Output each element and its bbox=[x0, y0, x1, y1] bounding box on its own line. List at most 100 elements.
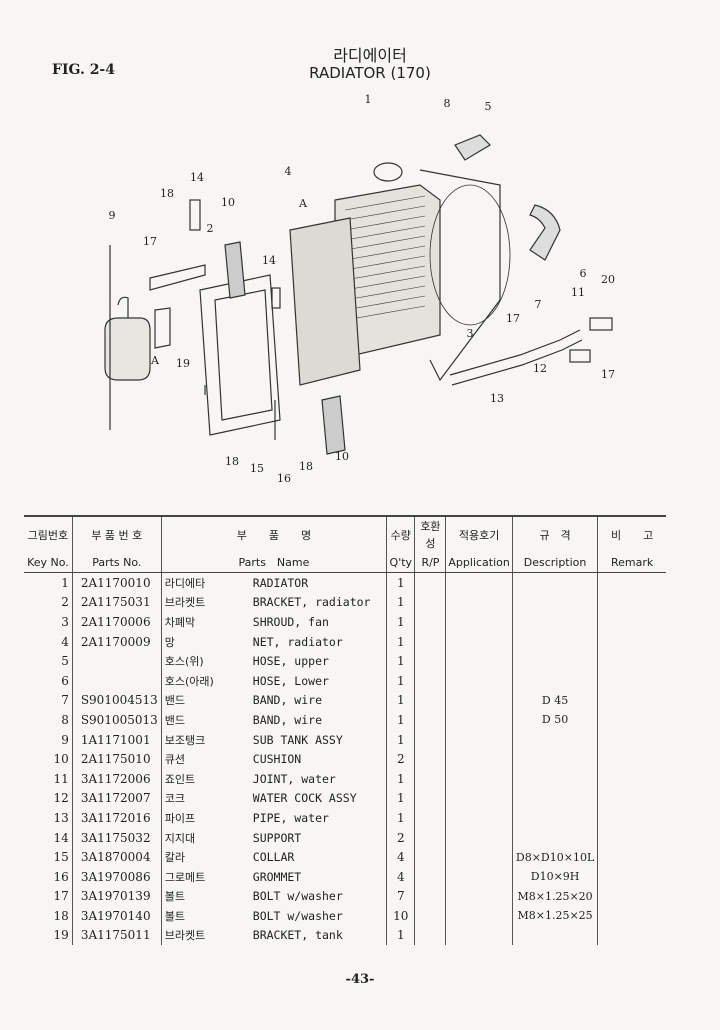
application bbox=[445, 670, 513, 691]
part-name-en: SUB TANK ASSY bbox=[252, 732, 343, 747]
rp bbox=[414, 572, 446, 593]
part-name-ko: 지지대 bbox=[164, 831, 196, 845]
remark bbox=[597, 886, 666, 907]
diagram-callout: 18 bbox=[225, 455, 239, 468]
diagram-callout: 18 bbox=[299, 460, 313, 473]
part-no: 3A1870004 bbox=[71, 847, 162, 867]
column-header-en: Remark bbox=[597, 553, 666, 573]
diagram-callout: A bbox=[150, 354, 160, 367]
column-header-en: Application bbox=[445, 553, 513, 573]
diagram-callout: A bbox=[298, 197, 308, 210]
quantity: 1 bbox=[386, 729, 415, 750]
description: D8×D10×10L bbox=[511, 847, 598, 867]
quantity: 10 bbox=[386, 906, 415, 926]
diagram-callout: 11 bbox=[571, 286, 585, 299]
part-no: S901005013 bbox=[71, 710, 162, 730]
key-no: 10 bbox=[53, 752, 69, 767]
figure-label: FIG. 2-4 bbox=[52, 62, 115, 78]
part-name-en: CUSHION bbox=[252, 752, 302, 767]
page-number: -43- bbox=[345, 972, 375, 987]
description bbox=[511, 788, 598, 809]
application bbox=[445, 768, 513, 789]
key-no: 3 bbox=[61, 614, 69, 629]
description: M8×1.25×25 bbox=[511, 906, 598, 926]
column-header-ko: 비 고 bbox=[597, 515, 666, 553]
description bbox=[511, 592, 598, 613]
diagram-callout: 12 bbox=[533, 362, 547, 375]
part-no: 1A1171001 bbox=[71, 729, 162, 750]
quantity: 1 bbox=[386, 925, 415, 946]
application bbox=[445, 572, 513, 593]
part-name-ko: 큐션 bbox=[164, 753, 186, 767]
rp bbox=[414, 866, 446, 887]
part-name-ko: 차폐막 bbox=[164, 615, 196, 629]
part-no bbox=[71, 651, 162, 671]
rp bbox=[414, 749, 446, 769]
part-no: 3A1970086 bbox=[71, 866, 162, 887]
column-header-en: Key No. bbox=[24, 553, 73, 573]
diagram-callout: 1 bbox=[365, 93, 372, 106]
remark bbox=[597, 670, 666, 691]
description bbox=[511, 670, 598, 691]
remark bbox=[597, 631, 666, 652]
part-no: 2A1170010 bbox=[71, 572, 162, 593]
part-no: 3A1175011 bbox=[71, 925, 162, 946]
key-no: 18 bbox=[53, 908, 69, 923]
key-no: 4 bbox=[61, 634, 69, 649]
part-name-en: JOINT, water bbox=[252, 771, 336, 786]
column-header-ko: 호환성 bbox=[414, 515, 446, 553]
diagram-callout: 10 bbox=[335, 450, 349, 463]
rp bbox=[414, 808, 446, 828]
rp bbox=[414, 670, 446, 691]
table-row: 6 호스(아래)HOSE, Lower 1 bbox=[24, 670, 666, 691]
part-no: 2A1170006 bbox=[71, 612, 162, 632]
diagram-callout: 9 bbox=[109, 209, 116, 222]
column-header-en: Q'ty bbox=[386, 553, 415, 573]
application bbox=[445, 827, 513, 848]
part-name-ko: 밴드 bbox=[164, 713, 186, 727]
rp bbox=[414, 886, 446, 907]
description bbox=[511, 612, 598, 632]
key-no: 13 bbox=[53, 810, 69, 825]
description bbox=[511, 631, 598, 652]
part-name-en: SHROUD, fan bbox=[252, 614, 329, 629]
quantity: 7 bbox=[386, 886, 415, 907]
quantity: 4 bbox=[386, 866, 415, 887]
quantity: 1 bbox=[386, 612, 415, 632]
rp bbox=[414, 710, 446, 730]
column-header-en: Parts Name bbox=[160, 553, 387, 573]
rp bbox=[414, 631, 446, 652]
key-no: 15 bbox=[53, 850, 69, 865]
part-name-ko: 브라켓트 bbox=[164, 596, 206, 610]
quantity: 1 bbox=[386, 631, 415, 652]
part-name-en: PIPE, water bbox=[252, 810, 329, 825]
key-no: 17 bbox=[53, 889, 69, 904]
quantity: 1 bbox=[386, 710, 415, 730]
diagram-callout: 20 bbox=[601, 273, 615, 286]
part-no bbox=[71, 670, 162, 691]
column-header-ko: 규 격 bbox=[511, 515, 598, 553]
rp bbox=[414, 690, 446, 711]
rp bbox=[414, 827, 446, 848]
column-header-en: Parts No. bbox=[71, 553, 162, 573]
diagram-callout: 17 bbox=[143, 235, 157, 248]
remark bbox=[597, 808, 666, 828]
part-no: 3A1970139 bbox=[71, 886, 162, 907]
application bbox=[445, 710, 513, 730]
title-english: RADIATOR (170) bbox=[309, 64, 431, 82]
diagram-callout: 13 bbox=[490, 392, 504, 405]
